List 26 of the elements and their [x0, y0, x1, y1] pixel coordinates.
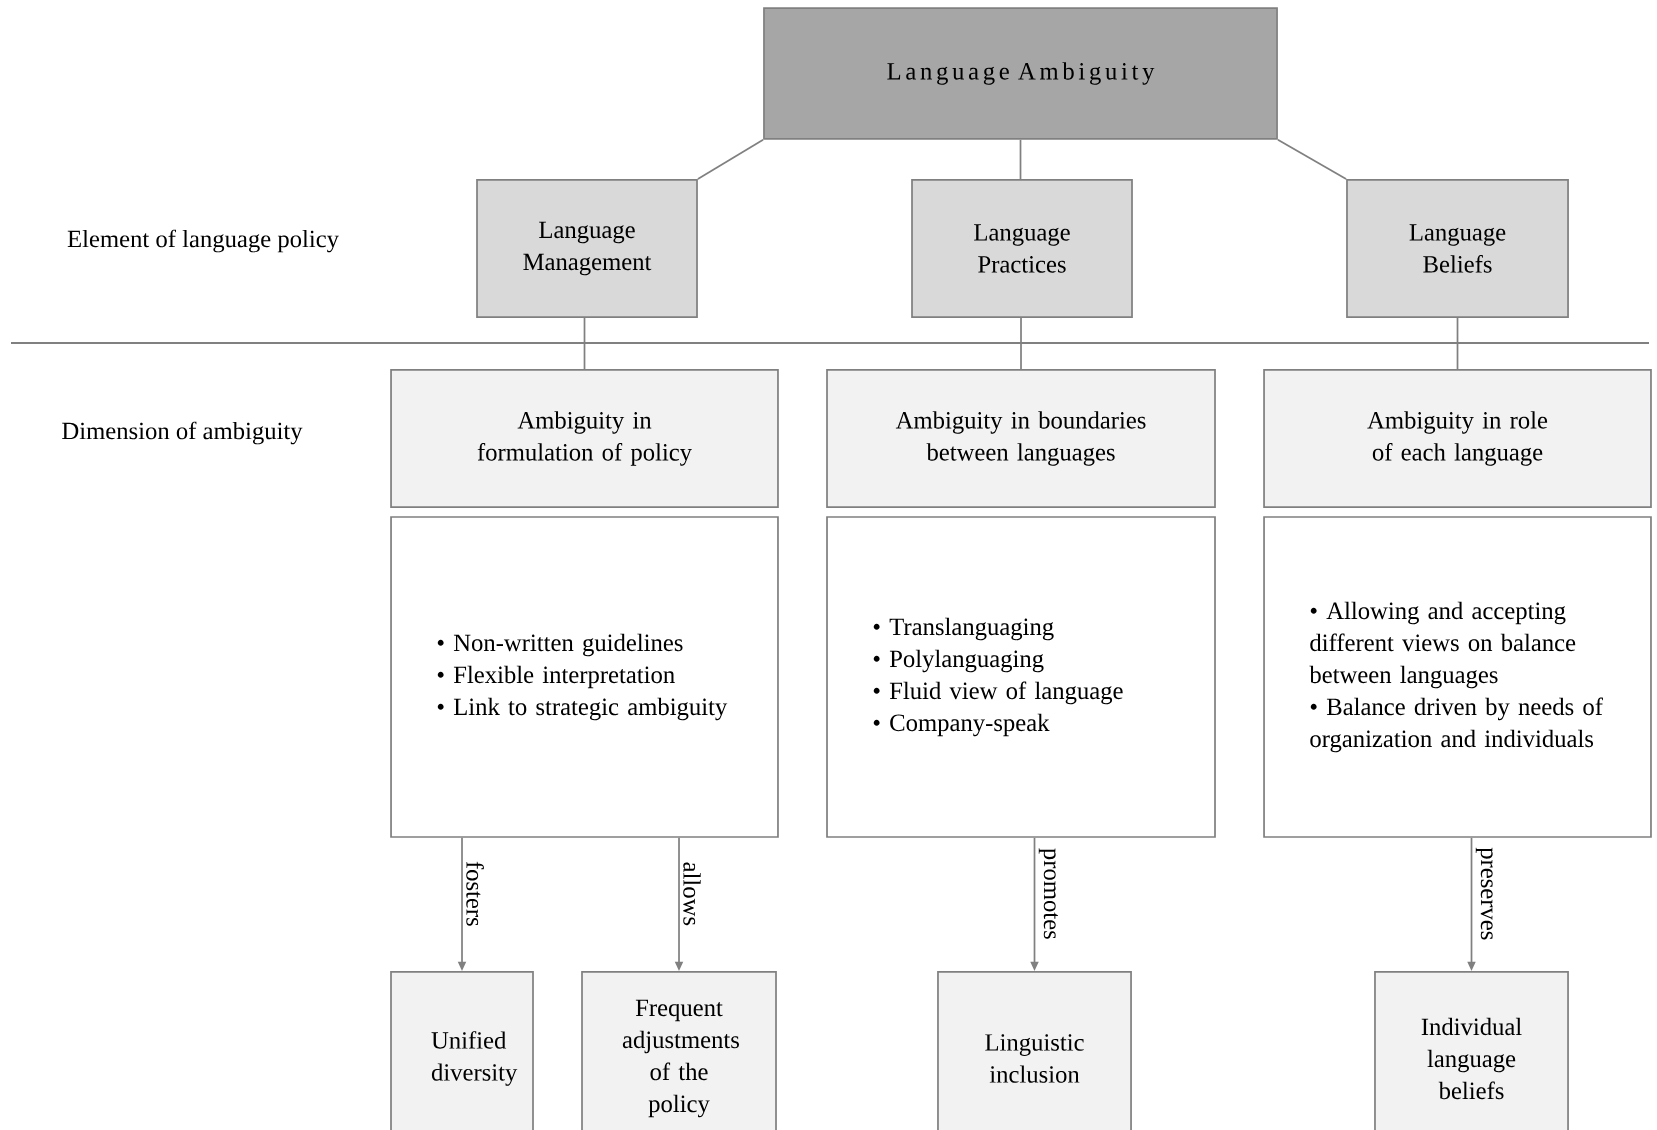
connector-line: [697, 138, 764, 180]
connector-line: [1456, 317, 1459, 370]
connector-line: [1020, 317, 1022, 370]
bullet-list-box: • Allowing and accepting different views on balance between languages • Balance driven by needs of organization and individuals: [1263, 516, 1652, 838]
root-box: Language Ambiguity: [763, 7, 1278, 140]
bullet-list-box: • Non-written guidelines • Flexible interpretation • Link to strategic ambiguity: [390, 516, 779, 838]
bullet-list-box: • Translanguaging • Polylanguaging • Fluid view of language • Company-speak: [826, 516, 1216, 838]
row-label: Dimension of ambiguity: [62, 421, 303, 445]
edge-label: fosters: [466, 861, 484, 926]
edge-label: promotes: [1038, 848, 1058, 939]
connector-line: [1019, 138, 1022, 180]
outcome-box: Unified diversity: [390, 971, 534, 1130]
dimension-box: Ambiguity in formulation of policy: [390, 369, 779, 508]
row-label: Element of language policy: [67, 229, 339, 253]
connector-line: [583, 317, 586, 370]
outcome-box: Individual language beliefs: [1374, 971, 1569, 1130]
dimension-box: Ambiguity in role of each language: [1263, 369, 1652, 508]
connector-line: [1277, 138, 1347, 180]
dimension-box: Ambiguity in boundaries between languages: [826, 369, 1216, 508]
element-box: Language Management: [476, 179, 698, 318]
edge-label: preserves: [1475, 847, 1493, 940]
outcome-box: Frequent adjustments of the policy: [581, 971, 777, 1130]
edge-label: allows: [683, 862, 701, 926]
element-box: Language Practices: [911, 179, 1133, 318]
element-box: Language Beliefs: [1346, 179, 1569, 318]
outcome-box: Linguistic inclusion: [937, 971, 1132, 1130]
